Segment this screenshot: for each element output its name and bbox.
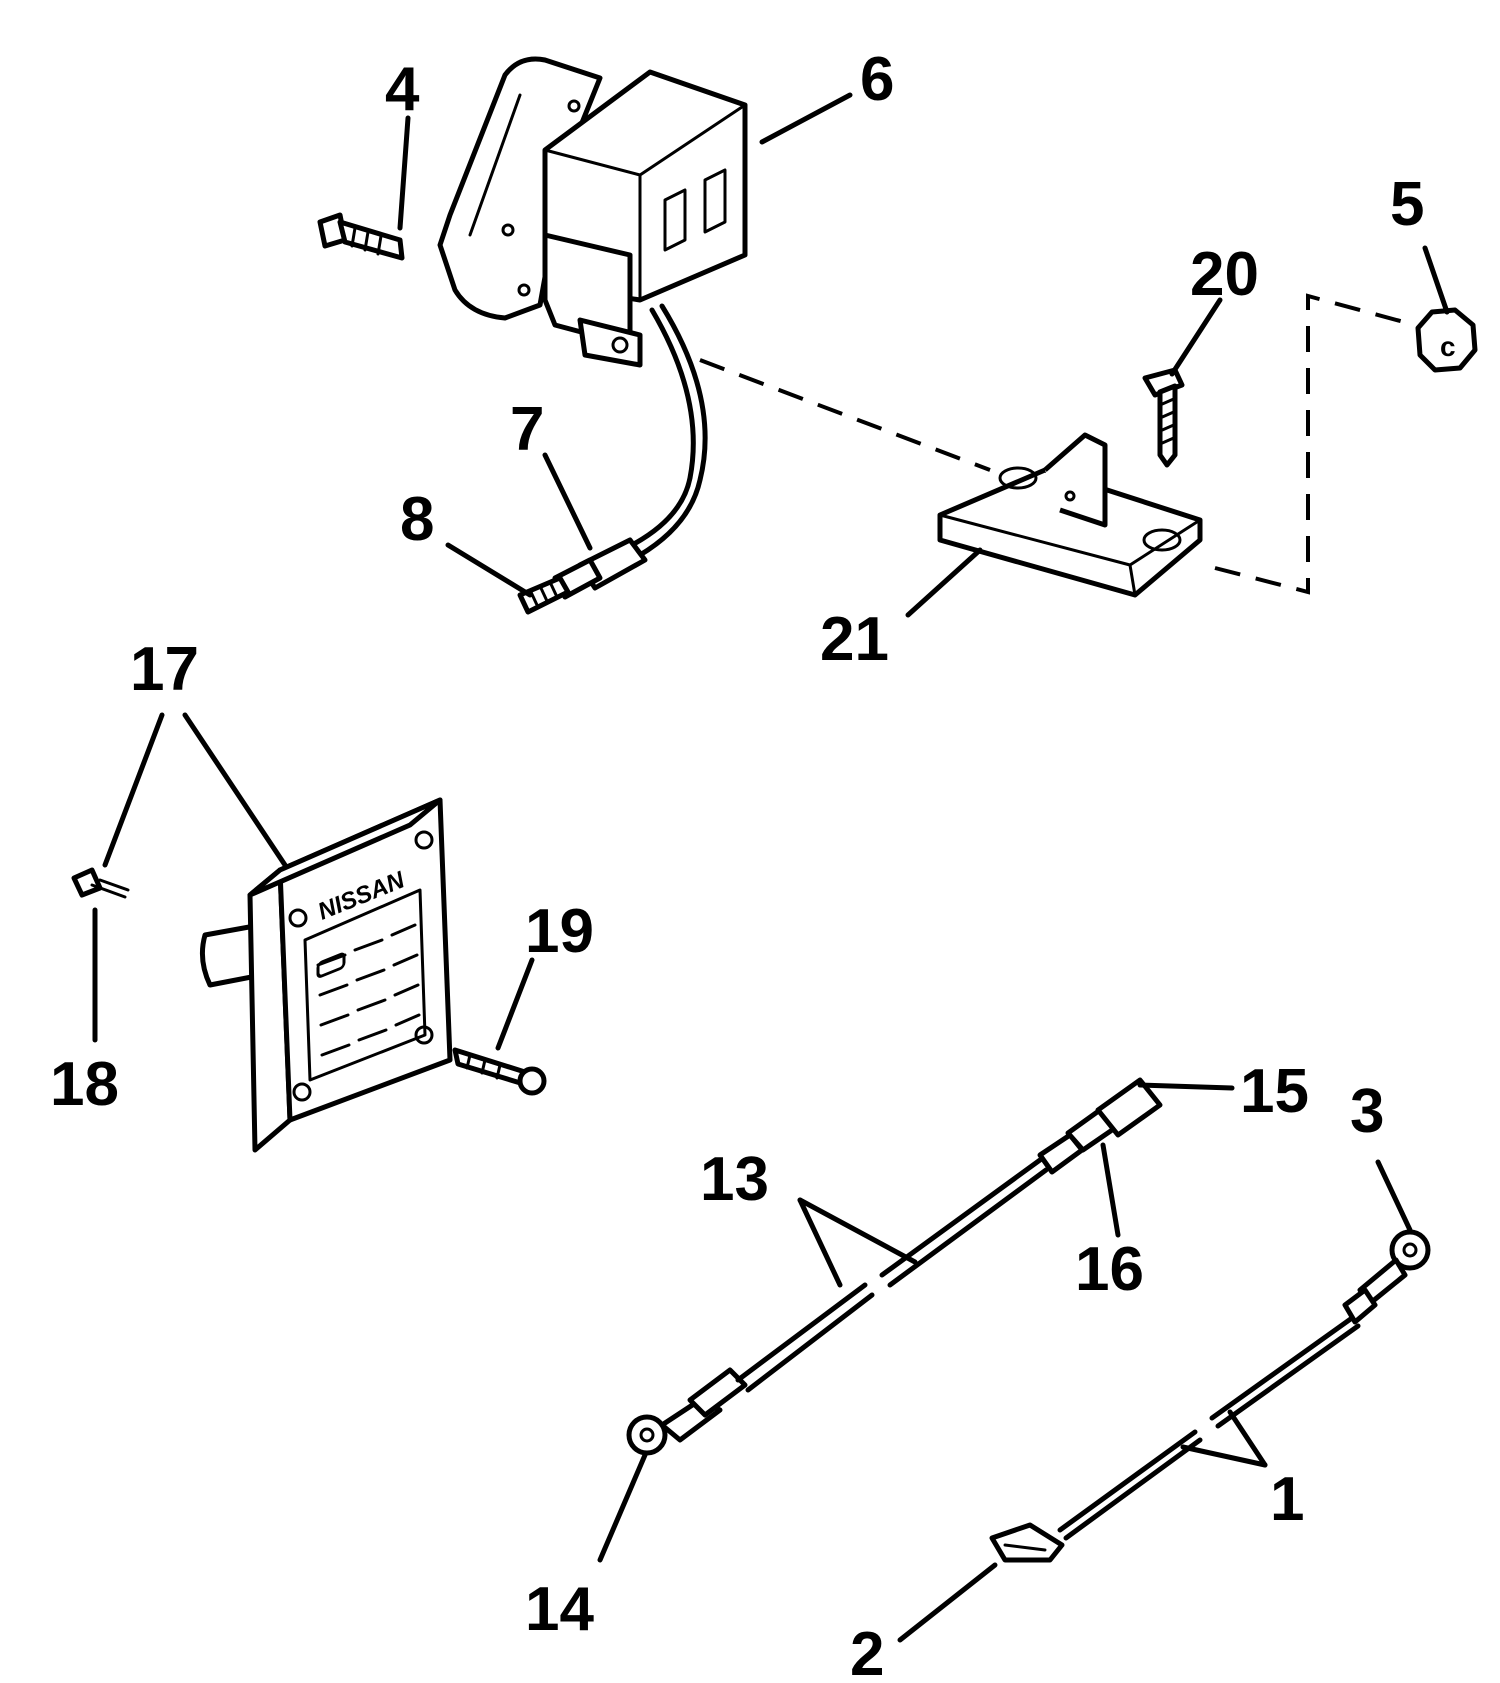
callout-1: 1 (1270, 1465, 1304, 1534)
assembly-line-bracket-nut (1214, 293, 1416, 595)
part-4-screw (317, 212, 405, 261)
leader-lines (92, 92, 1450, 1643)
part-21-bracket (937, 432, 1203, 598)
callout-13: 13 (700, 1145, 769, 1214)
callout-18: 18 (50, 1050, 119, 1119)
part-18-screw (71, 867, 130, 899)
part-8-pin-terminal (517, 575, 571, 615)
callout-3: 3 (1350, 1077, 1384, 1146)
assembly-line-coil-bracket (699, 358, 991, 472)
callout-17: 17 (130, 635, 199, 704)
part-5-nut: c (1415, 307, 1478, 373)
callout-14: 14 (525, 1575, 594, 1644)
callout-2: 2 (850, 1620, 884, 1683)
callout-5: 5 (1390, 170, 1424, 239)
part-6-coil-box (437, 56, 748, 368)
callout-6: 6 (860, 45, 894, 114)
callouts: 4 6 5 20 7 8 21 17 18 19 15 3 13 16 1 14… (50, 45, 1424, 1683)
part-17-switch-panel: NISSAN (199, 797, 453, 1153)
callout-15: 15 (1240, 1057, 1309, 1126)
callout-20: 20 (1190, 240, 1259, 309)
part-1-wire-assembly (989, 1229, 1431, 1563)
svg-text:c: c (1440, 331, 1456, 362)
part-20-wood-screw (1142, 367, 1185, 468)
callout-16: 16 (1075, 1235, 1144, 1304)
callout-21: 21 (820, 605, 889, 674)
part-19-screw (452, 1047, 547, 1096)
callout-19: 19 (525, 897, 594, 966)
callout-4: 4 (385, 55, 420, 124)
callout-8: 8 (400, 485, 434, 554)
callout-7: 7 (510, 395, 544, 464)
